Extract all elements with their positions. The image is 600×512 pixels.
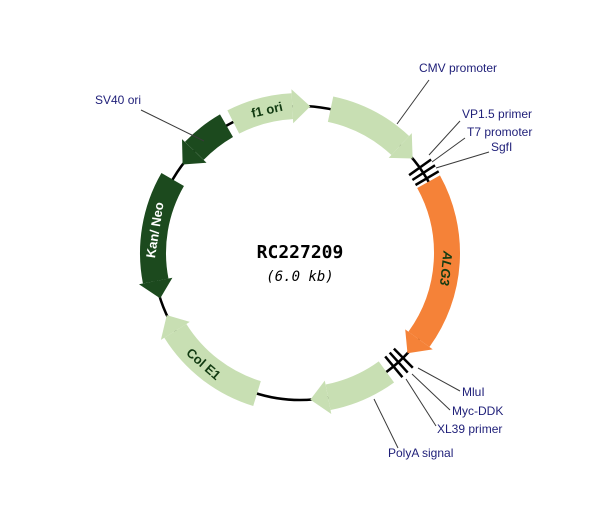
mlui-label: MluI: [462, 385, 485, 399]
sgfi-label-line: [435, 151, 490, 169]
myc-ddk-label: Myc-DDK: [452, 404, 503, 418]
feature-kan-neo-arrowhead: [139, 277, 173, 299]
site-tick-3: [393, 347, 414, 369]
site-tick-5: [384, 355, 404, 378]
vp15-primer-label: VP1.5 primer: [462, 107, 532, 121]
plasmid-title: RC227209: [257, 242, 344, 263]
xl39-primer-label-line: [405, 378, 437, 427]
site-tick-1: [411, 164, 436, 182]
feature-alg3-label: ALG3: [437, 249, 456, 287]
mlui-label-line: [417, 367, 461, 392]
feature-kan-neo: [140, 173, 185, 284]
myc-ddk-label-line: [411, 373, 451, 411]
site-tick-0: [408, 158, 432, 177]
polya-signal-label: PolyA signal: [388, 446, 453, 460]
feature-polya-signal: [325, 361, 395, 411]
feature-col-e1: [164, 323, 262, 407]
feature-col-e1-arrowhead: [160, 315, 190, 340]
plasmid-size: (6.0 kb): [266, 269, 333, 285]
feature-alg3-arrowhead: [405, 329, 433, 354]
feature-cmv-promoter: [327, 96, 410, 156]
cmv-promoter-label-line: [396, 79, 430, 125]
feature-f1-ori-label: f1 ori: [250, 99, 284, 121]
feature-sv40-ori: [184, 114, 234, 161]
polya-signal-label-line: [373, 398, 399, 449]
feature-f1-ori-arrowhead: [291, 89, 311, 124]
sgfi-label: SgfI: [491, 140, 512, 154]
feature-sv40-ori-arrowhead: [182, 139, 207, 165]
xl39-primer-label: XL39 primer: [437, 422, 502, 436]
vp15-primer-label-line: [428, 120, 461, 156]
sv40-ori-label: SV40 ori: [95, 93, 141, 107]
feature-cmv-promoter-arrowhead: [388, 133, 413, 159]
t7-promoter-label-line: [431, 137, 466, 163]
site-tick-4: [388, 351, 409, 374]
feature-f1-ori: [227, 93, 294, 134]
sv40-ori-label-line: [140, 109, 205, 142]
feature-polya-signal-arrowhead: [310, 380, 332, 414]
cmv-promoter-label: CMV promoter: [419, 61, 497, 75]
feature-alg3: [408, 175, 460, 348]
site-tick-2: [414, 170, 440, 187]
t7-promoter-label: T7 promoter: [467, 125, 532, 139]
